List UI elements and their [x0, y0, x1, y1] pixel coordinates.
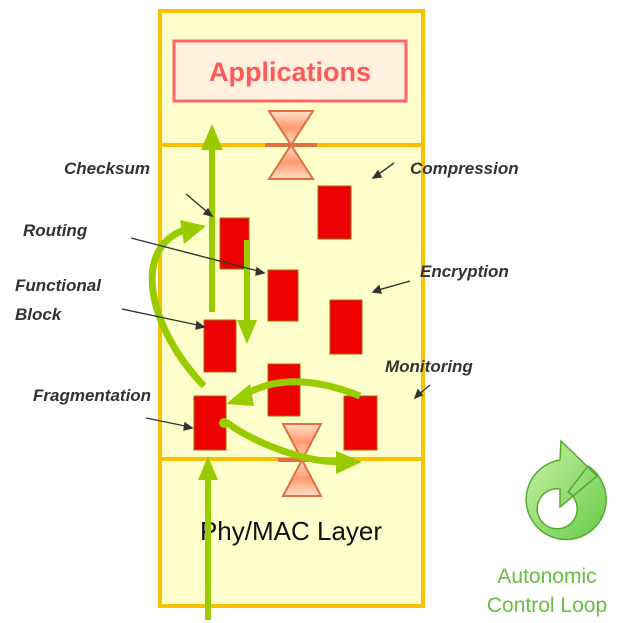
functional-block-center	[267, 363, 301, 417]
label-pointers	[121, 162, 431, 431]
functional-block-functional	[203, 319, 237, 373]
functional-block-monitoring	[343, 395, 378, 451]
arrow-loop-left-head	[180, 220, 206, 244]
phy-mac-label: Phy/MAC Layer	[200, 516, 382, 546]
functional-block-encryption	[329, 299, 363, 355]
arrow-fragmentation-out	[223, 419, 341, 466]
autonomic-loop-icon	[525, 439, 607, 541]
legend-autonomic-line2: Control Loop	[487, 594, 607, 617]
arrow-input-up-head	[198, 456, 218, 480]
label-checksum: Checksum	[64, 159, 150, 178]
label-functional-block-line2: Block	[15, 305, 63, 324]
arrow-fragmentation-out-head	[336, 451, 362, 474]
label-functional-block-line1: Functional	[15, 276, 102, 295]
applications-box	[172, 39, 408, 103]
legend-autonomic-line1: Autonomic	[497, 565, 596, 588]
applications-label: Applications	[209, 57, 371, 87]
arrow-monitoring-back	[244, 378, 362, 400]
label-encryption: Encryption	[420, 262, 509, 281]
label-routing: Routing	[23, 221, 88, 240]
label-compression: Compression	[410, 159, 519, 178]
arrow-fragmentation-out-start	[219, 418, 229, 428]
arrow-checksum-down-head	[237, 320, 257, 344]
arrow-to-applications-head	[201, 124, 223, 150]
arrow-loop-left	[148, 226, 207, 389]
data-flow-arrows	[148, 124, 362, 620]
functional-block-compression	[317, 185, 352, 240]
label-monitoring: Monitoring	[385, 357, 473, 376]
hourglass-connector-top	[265, 110, 317, 180]
functional-block-routing	[267, 269, 299, 322]
label-fragmentation: Fragmentation	[33, 386, 151, 405]
arrow-monitoring-back-head	[226, 384, 254, 406]
